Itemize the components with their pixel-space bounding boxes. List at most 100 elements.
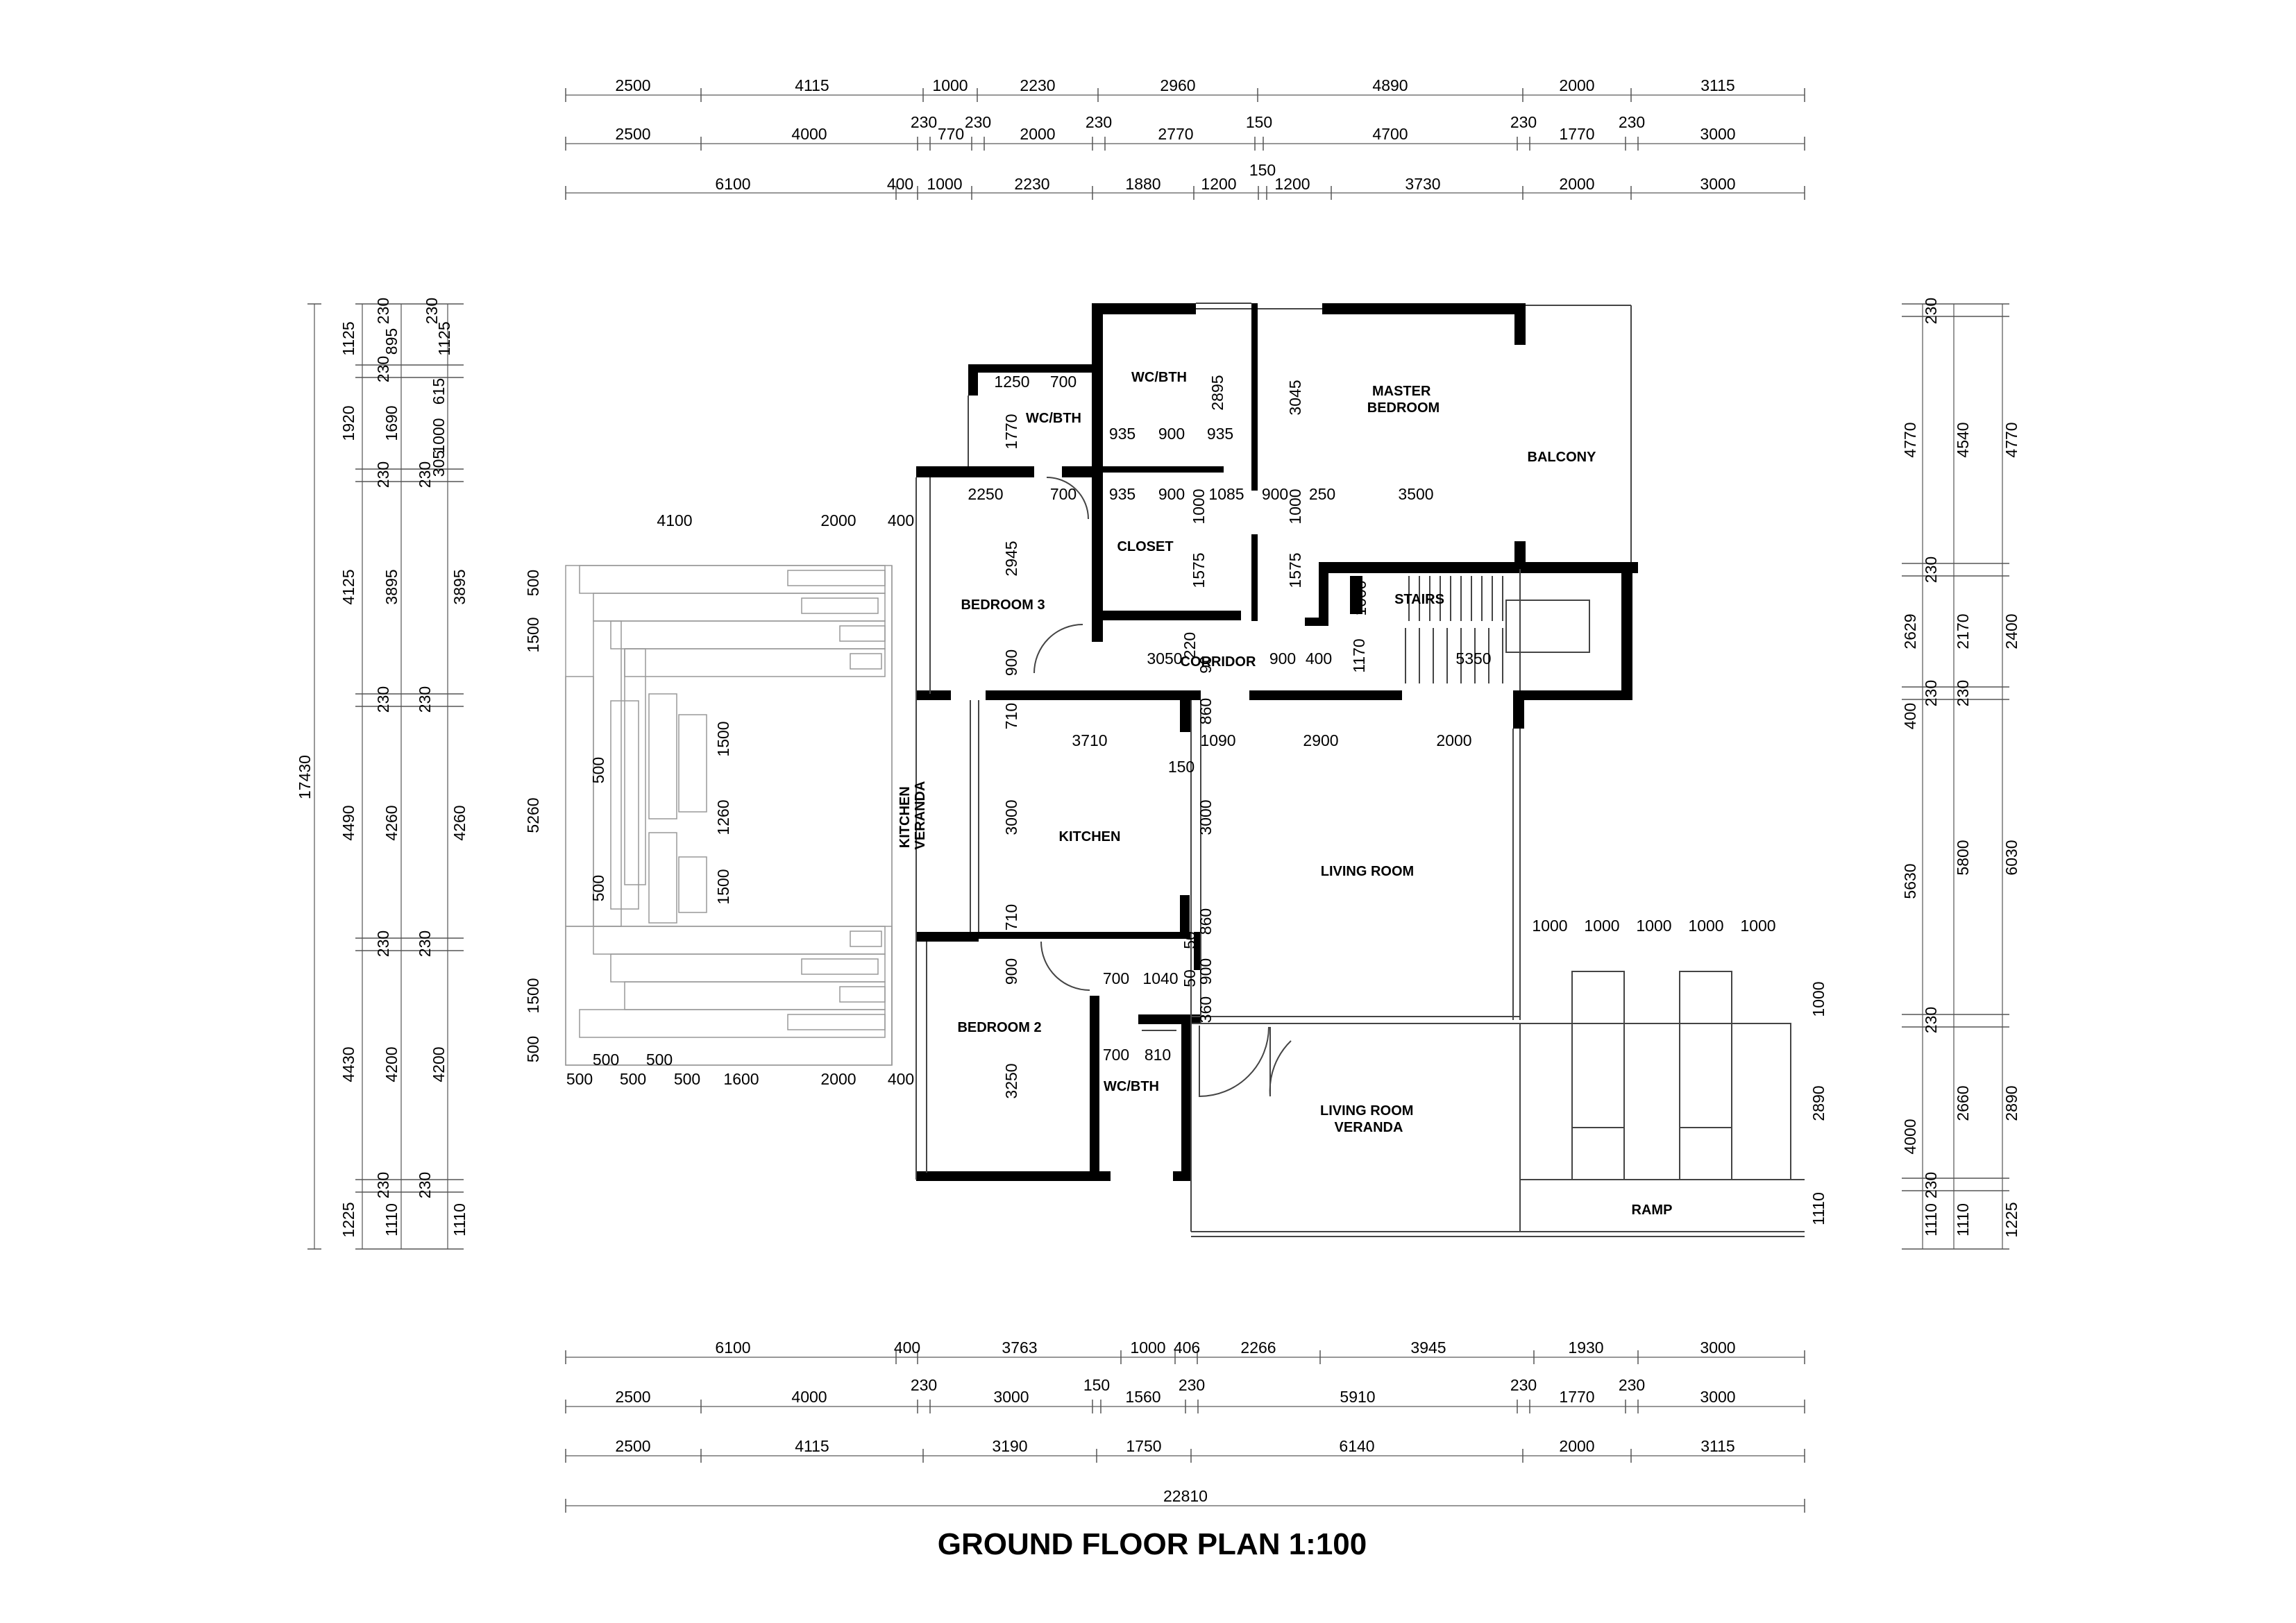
right-dim-c3-3: 6030 [2002,840,2020,875]
inner-dim: 3000 [1002,799,1020,835]
top-dim-3-4: 2230 [1014,175,1049,193]
left-dim-c2-4: 1690 [382,405,400,441]
room-label-wc-bth-upper: WC/BTH [1131,370,1187,385]
inner-dim: 935 [1207,425,1233,443]
bottom-dim-2-9: 230 [1510,1376,1537,1394]
top-dim-2-9: 150 [1246,113,1272,131]
inner-dim: 1000 [1532,917,1567,935]
inner-dim: 900 [1269,649,1296,668]
inner-dim: 500 [646,1051,673,1069]
right-dim-c3-4: 2890 [2002,1085,2020,1121]
left-dim-c2-10: 4200 [382,1046,400,1082]
bottom-dim-3-2: 4115 [795,1437,829,1455]
right-dim-c1-5: 400 [1901,703,1919,729]
inner-dim: 250 [1309,485,1335,503]
bottom-dim-3-4: 1750 [1126,1437,1161,1455]
left-dim-c1-6: 1225 [339,1202,357,1237]
inner-dim: 3045 [1286,380,1304,415]
left-dim-c3-7: 230 [416,686,434,713]
right-dim-c3-5: 1225 [2002,1202,2020,1237]
right-dim-c1-7: 4000 [1901,1119,1919,1154]
top-dim-2-11: 230 [1510,113,1537,131]
room-label-kitchen-veranda-line2: VERANDA [913,781,928,850]
left-dim-c2-11: 230 [374,1172,392,1198]
inner-dim: 2890 [1809,1085,1827,1121]
left-dim-c2-9: 230 [374,931,392,957]
inner-dim: 1600 [723,1070,759,1088]
inner-dim: 1090 [1200,731,1235,749]
room-label-master-line1: MASTER [1372,384,1431,399]
inner-dimensions: 1250 700 1770 935 900 935 2895 3045 2250… [524,373,1827,1225]
inner-dim: 4100 [657,511,692,529]
top-dim-2-8: 2770 [1158,125,1193,143]
inner-dim: 2900 [1303,731,1338,749]
bottom-dim-2-11: 230 [1619,1376,1645,1394]
bottom-dim-total: 22810 [1163,1487,1208,1505]
inner-dim: 700 [1103,969,1129,987]
right-dim-c2-8: 1110 [1954,1203,1972,1237]
inner-dim: 860 [1197,908,1215,935]
top-dimension-lines: 2500 4115 1000 2230 2960 4890 2000 3115 … [565,76,1805,200]
room-label-bedroom3: BEDROOM 3 [961,597,1045,613]
bottom-dim-2-4: 3000 [993,1388,1029,1406]
inner-dim: 1000 [1190,488,1208,524]
inner-dim: 2945 [1002,541,1020,576]
bottom-dim-3-7: 3115 [1700,1437,1734,1455]
left-dim-c2-3: 230 [374,356,392,382]
right-dim-c2-2: 230 [1922,556,1940,583]
room-label-living-room-veranda: LIVING ROOM VERANDA [1320,1103,1417,1135]
inner-dim: 935 [1109,485,1136,503]
inner-dim: 50 [1181,931,1199,949]
inner-dim: 1500 [524,978,542,1013]
top-dim-3-10: 2000 [1559,175,1594,193]
top-dim-2-4: 770 [938,125,964,143]
left-dim-c3-5: 230 [416,461,434,488]
inner-dim: 1500 [524,617,542,652]
bottom-dim-1-3: 3763 [1002,1339,1037,1357]
inner-dim: 2000 [1436,731,1471,749]
left-dim-c2-5: 230 [374,461,392,488]
inner-dim: 1000 [1688,917,1723,935]
right-dim-c1-4: 230 [1922,680,1940,706]
left-dim-c1-1: 1125 [339,321,357,355]
room-label-kitchen-veranda-line1: KITCHEN [897,786,913,848]
inner-dim: 150 [1168,758,1195,776]
inner-dim: 900 [1002,958,1020,985]
bottom-dim-2-3: 230 [911,1376,937,1394]
pergola-framework [565,565,893,1066]
inner-dim: 500 [524,1036,542,1062]
inner-dim: 5260 [524,797,542,833]
bottom-dim-1-2: 400 [894,1339,920,1357]
left-dim-c1-3: 4125 [339,569,357,604]
top-dim-1-1: 2500 [615,76,650,94]
inner-dim: 3000 [1197,799,1215,835]
inner-dim: 900 [1002,649,1020,676]
top-dim-2-13: 230 [1619,113,1645,131]
room-label-lrv-line1: LIVING ROOM [1320,1103,1413,1119]
top-dim-3-8: 1200 [1274,175,1310,193]
top-dim-3-3: 1000 [927,175,962,193]
left-dim-c1-5: 4430 [339,1046,357,1082]
top-dim-3-1: 6100 [715,175,750,193]
left-dim-c4-1: 1125 [435,321,453,355]
bottom-dim-2-10: 1770 [1559,1388,1594,1406]
inner-dim: 1000 [1636,917,1671,935]
inner-dim: 1000 [1351,580,1369,615]
top-dim-3-2: 400 [887,175,913,193]
inner-dim: 1260 [714,799,732,835]
bottom-dim-1-5: 406 [1174,1339,1200,1357]
bottom-dim-2-1: 2500 [615,1388,650,1406]
top-dim-3-6: 1200 [1201,175,1236,193]
inner-dim: 1000 [1809,981,1827,1017]
top-dim-2-10: 4700 [1372,125,1408,143]
left-dim-c3-10: 4200 [430,1046,448,1082]
left-dim-c1-4: 4490 [339,805,357,840]
bottom-dimension-lines: 6100 400 3763 1000 406 2266 3945 1930 30… [565,1339,1805,1513]
room-label-stairs: STAIRS [1394,592,1444,607]
room-label-kitchen-veranda: KITCHEN VERANDA [897,781,928,850]
left-dim-c1-2: 1920 [339,405,357,441]
top-dim-2-7: 230 [1086,113,1112,131]
room-label-kitchen: KITCHEN [1059,829,1121,844]
left-dim-c2-8: 4260 [382,805,400,840]
inner-dim: 900 [1262,485,1288,503]
